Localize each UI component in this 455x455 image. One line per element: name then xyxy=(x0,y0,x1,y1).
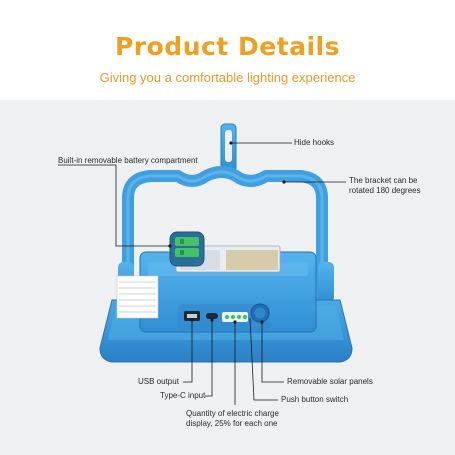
label-battery-compartment: Built-in removable battery compartment xyxy=(58,156,198,165)
hide-hook xyxy=(220,123,237,173)
charge-indicator xyxy=(222,312,248,322)
spec-sticker xyxy=(116,275,159,319)
label-type-c-input: Type-C input xyxy=(160,391,206,400)
label-usb-output: USB output xyxy=(138,377,179,386)
label-push-button: Push button switch xyxy=(281,395,349,404)
label-charge-line1: Quantity of electric charge xyxy=(186,409,279,418)
callout-dots xyxy=(168,141,286,324)
control-panel xyxy=(178,303,270,330)
label-hide-hooks: Hide hooks xyxy=(294,138,335,147)
right-knob xyxy=(318,262,334,302)
label-bracket-line2: rotated 180 degrees xyxy=(349,186,421,195)
page-subtitle: Giving you a comfortable lighting experi… xyxy=(99,70,356,85)
callout-lines xyxy=(58,142,346,405)
page-title: Product Details xyxy=(114,32,341,61)
header: Product Details Giving you a comfortable… xyxy=(0,0,455,100)
label-bracket-line1: The bracket can be xyxy=(349,176,418,185)
label-solar-panels: Removable solar panels xyxy=(287,377,373,386)
type-c-port xyxy=(206,313,218,319)
battery-compartment xyxy=(169,231,205,267)
bracket-handle xyxy=(122,166,328,300)
label-charge-line2: display, 25% for each one xyxy=(186,419,278,428)
